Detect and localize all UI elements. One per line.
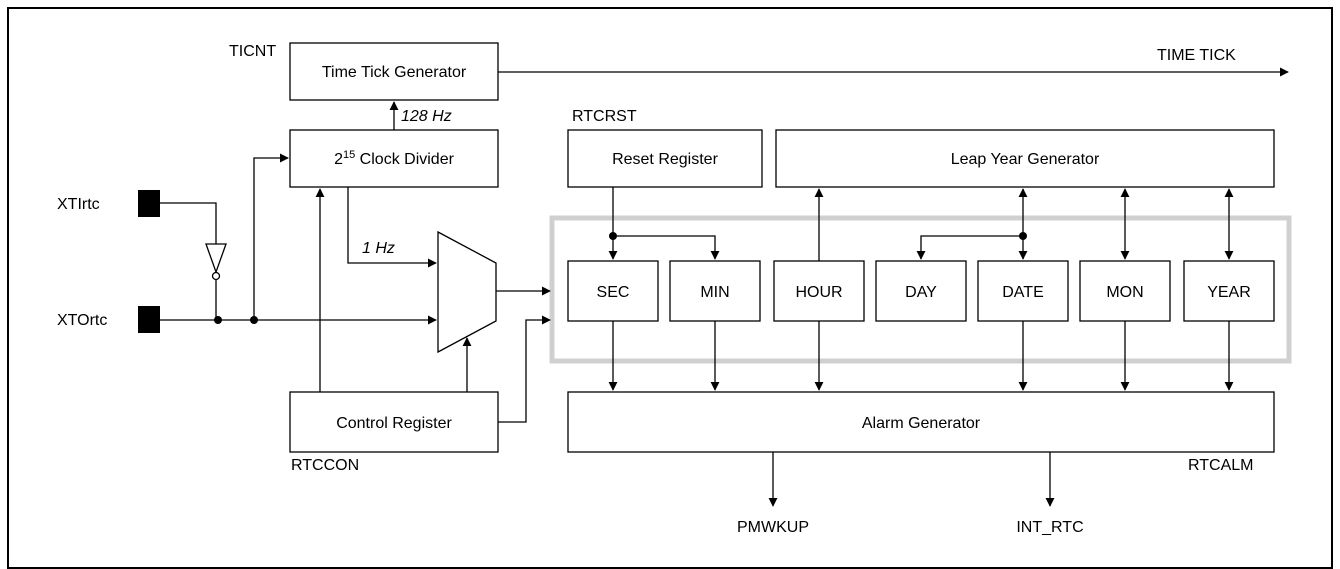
xtirtc-pad <box>138 190 160 217</box>
mon-register: MON <box>1079 260 1171 322</box>
junction-dot <box>214 316 222 324</box>
date-to-day-wire <box>916 235 1023 260</box>
freq-1-label: 1 Hz <box>362 240 395 257</box>
year-label: YEAR <box>1207 284 1251 301</box>
min-label: MIN <box>700 284 729 301</box>
hour-register: HOUR <box>773 260 865 322</box>
int-rtc-label: INT_RTC <box>1016 519 1083 536</box>
date-label: DATE <box>1002 284 1043 301</box>
leap-year-generator-label: Leap Year Generator <box>951 151 1100 168</box>
xtirtc-label: XTIrtc <box>57 196 100 213</box>
clock-divider-block: 215 Clock Divider <box>289 129 499 188</box>
time-tick-label: TIME TICK <box>1157 47 1236 64</box>
one-hz-wire <box>347 187 437 268</box>
date-register: DATE <box>977 260 1069 322</box>
control-to-counters-wire <box>498 315 551 423</box>
junction-dot <box>1019 232 1027 240</box>
rtcrst-label: RTCRST <box>572 108 637 125</box>
rtcalm-label: RTCALM <box>1188 457 1254 474</box>
leap-year-generator-block: Leap Year Generator <box>775 129 1275 188</box>
sec-register: SEC <box>567 260 659 322</box>
freq-128-label: 128 Hz <box>401 108 452 125</box>
rtccon-label: RTCCON <box>291 457 359 474</box>
control-register-label: Control Register <box>336 415 452 432</box>
min-register: MIN <box>669 260 761 322</box>
junction-dot <box>609 232 617 240</box>
inverter-bubble <box>211 271 221 281</box>
reset-register-label: Reset Register <box>612 151 718 168</box>
day-label: DAY <box>905 284 937 301</box>
inverter-buffer <box>205 243 227 274</box>
xtortc-pad <box>138 306 160 333</box>
xtirtc-wire <box>160 202 217 244</box>
year-register: YEAR <box>1183 260 1275 322</box>
clock-mux <box>437 230 497 354</box>
ticnt-label: TICNT <box>229 43 276 60</box>
hour-label: HOUR <box>795 284 842 301</box>
pmwkup-label: PMWKUP <box>737 519 809 536</box>
mon-label: MON <box>1106 284 1143 301</box>
alarm-generator-label: Alarm Generator <box>862 415 981 432</box>
outer-frame <box>7 7 1333 569</box>
alarm-generator-block: Alarm Generator <box>567 391 1275 453</box>
control-register-block: Control Register <box>289 391 499 453</box>
reset-register-block: Reset Register <box>567 129 763 188</box>
clock-to-divider-wire <box>253 153 289 320</box>
day-register: DAY <box>875 260 967 322</box>
reset-to-min-wire <box>613 235 720 260</box>
clock-divider-label: 215 Clock Divider <box>334 149 455 168</box>
xtortc-label: XTOrtc <box>57 312 107 329</box>
time-tick-generator-label: Time Tick Generator <box>322 64 467 81</box>
time-tick-generator-block: Time Tick Generator <box>289 42 499 101</box>
sec-label: SEC <box>597 284 630 301</box>
counter-group-outline <box>549 215 1292 364</box>
